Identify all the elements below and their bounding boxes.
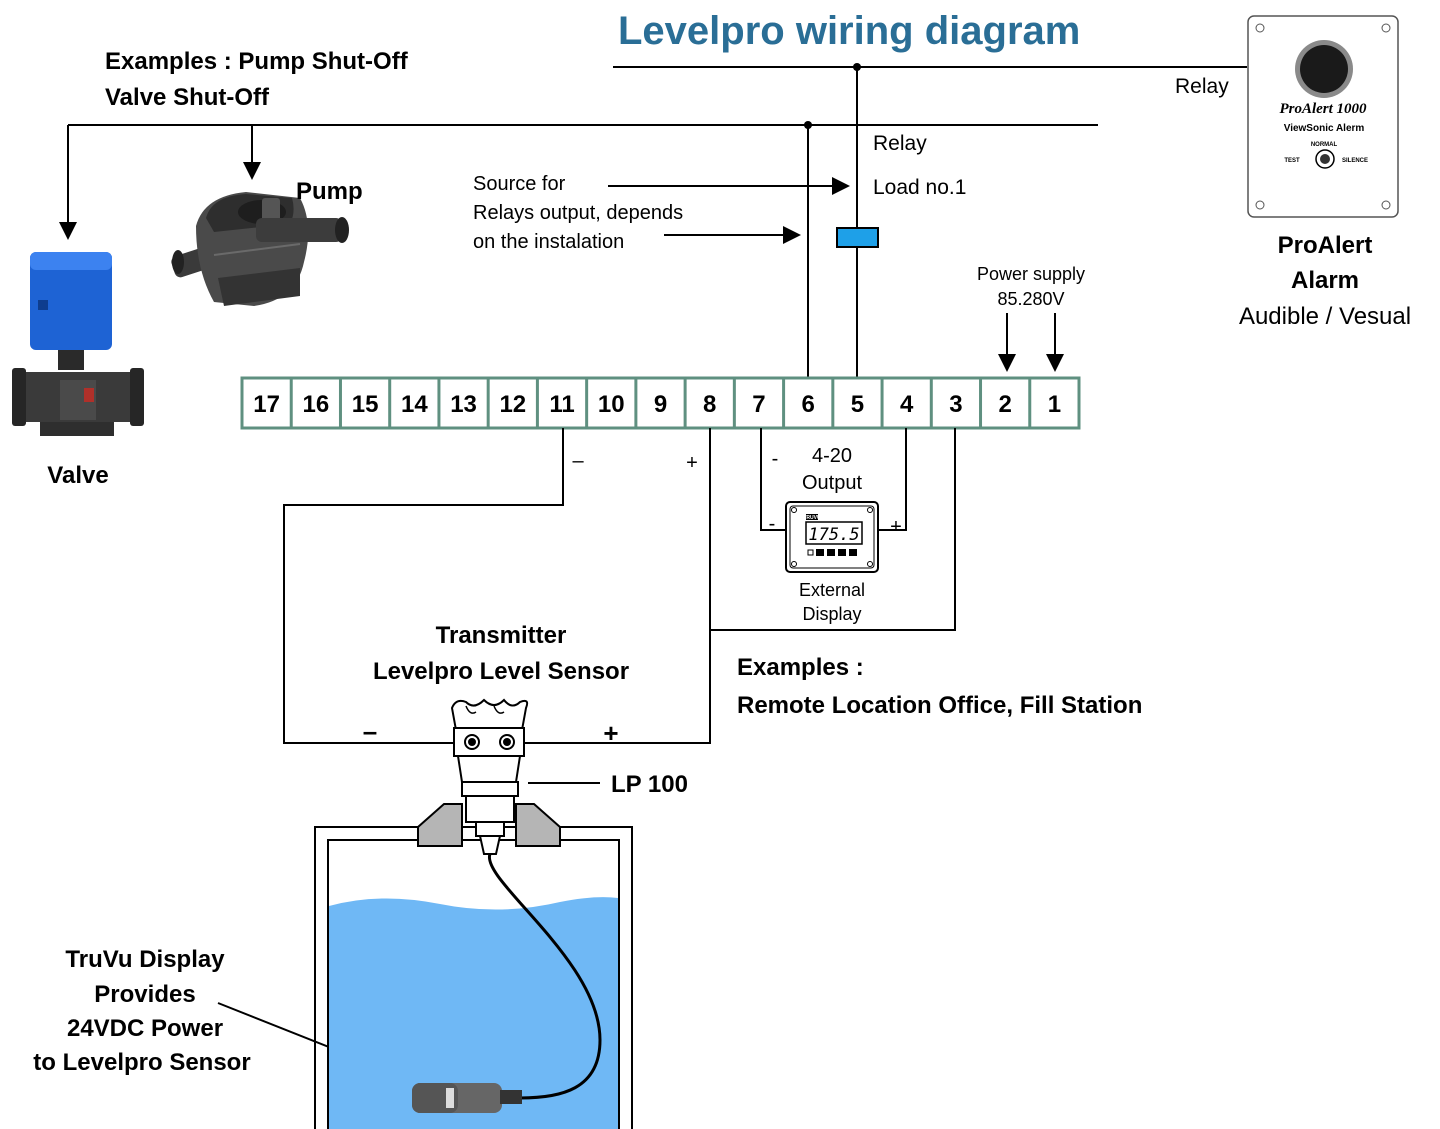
- external-display-line1: External: [799, 580, 865, 600]
- polarity-t8-plus: +: [686, 452, 698, 474]
- valve-illustration: [12, 252, 144, 436]
- diagram-title: Levelpro wiring diagram: [618, 9, 1080, 53]
- pump-label: Pump: [296, 178, 363, 205]
- proalert-state: NORMAL: [1311, 142, 1338, 148]
- terminal-10: 10: [598, 391, 625, 418]
- terminal-17: 17: [253, 391, 280, 418]
- examples-top-line1: Examples : Pump Shut-Off: [105, 48, 409, 75]
- terminal-1: 1: [1048, 391, 1061, 418]
- sensor-minus: –: [363, 716, 377, 746]
- terminal-14: 14: [401, 391, 428, 418]
- examples-top-line2: Valve Shut-Off: [105, 84, 270, 111]
- load-label: Load no.1: [873, 176, 966, 199]
- terminal-4: 4: [900, 391, 914, 418]
- proalert-caption-line1: ProAlert: [1278, 232, 1373, 259]
- relay-label-mid: Relay: [873, 132, 927, 155]
- junction-dot-mid: [804, 121, 812, 129]
- transmitter-line1: Transmitter: [436, 622, 567, 649]
- terminal-6: 6: [802, 391, 815, 418]
- relay-label-top: Relay: [1175, 75, 1229, 98]
- terminal-block: 17 16 15 14 13 12 11 10 9 8 7 6 5 4 3 2 1: [240, 376, 1081, 430]
- output-plus-side: +: [890, 516, 902, 538]
- sensor-cable: [488, 853, 602, 1100]
- terminal-13: 13: [450, 391, 477, 418]
- truvu-note-line1: TruVu Display: [65, 946, 225, 973]
- output-minus-side: -: [769, 513, 776, 535]
- examples-bottom-line1: Examples :: [737, 654, 864, 681]
- terminal-12: 12: [499, 391, 526, 418]
- power-supply-line1: Power supply: [977, 264, 1085, 284]
- relay-coil: [836, 227, 879, 248]
- polarity-t11-minus: –: [572, 450, 584, 472]
- source-note-line2: Relays output, depends: [473, 202, 683, 224]
- examples-bottom-line2: Remote Location Office, Fill Station: [737, 692, 1142, 719]
- external-display-reading: 175.5: [808, 525, 859, 545]
- truvu-note-line2: Provides: [94, 981, 195, 1008]
- top-wires: [59, 66, 1247, 380]
- proalert-test: TEST: [1284, 158, 1300, 164]
- source-note-line3: on the instalation: [473, 231, 624, 253]
- power-supply-line2: 85.280V: [997, 289, 1064, 309]
- terminal-block-frame: [240, 376, 1081, 430]
- proalert-caption-line3: Audible / Vesual: [1239, 303, 1411, 330]
- terminal-5: 5: [851, 391, 864, 418]
- source-note-line1: Source for: [473, 173, 566, 195]
- level-sensor: [450, 698, 529, 855]
- terminal-8: 8: [703, 391, 716, 418]
- proalert-silence: SILENCE: [1342, 158, 1368, 164]
- sensor-plus: +: [603, 718, 618, 748]
- output-line2: Output: [802, 472, 862, 494]
- output-line1: 4-20: [812, 445, 852, 467]
- tank: [314, 803, 633, 1129]
- terminal-2: 2: [998, 391, 1011, 418]
- submersible-probe: [412, 1083, 522, 1113]
- transmitter-line2: Levelpro Level Sensor: [373, 658, 629, 685]
- proalert-brand: ViewSonic Alerm: [1284, 123, 1365, 134]
- proalert-model: ProAlert 1000: [1279, 101, 1367, 117]
- external-display-badge: TRUVU: [803, 515, 821, 521]
- pump-illustration: [171, 192, 349, 306]
- proalert-caption-line2: Alarm: [1291, 267, 1359, 294]
- lp-label: LP 100: [611, 771, 688, 798]
- truvu-note-line4: to Levelpro Sensor: [33, 1049, 250, 1076]
- proalert-device: [1247, 15, 1399, 218]
- external-display-line2: Display: [802, 604, 861, 624]
- valve-label: Valve: [47, 462, 108, 489]
- terminal-7: 7: [752, 391, 765, 418]
- terminal-15: 15: [352, 391, 379, 418]
- truvu-note-line3: 24VDC Power: [67, 1015, 223, 1042]
- terminal-9: 9: [654, 391, 667, 418]
- output-minus-top: -: [772, 448, 779, 470]
- terminal-3: 3: [949, 391, 962, 418]
- terminal-11: 11: [549, 391, 574, 418]
- external-display-device: [785, 501, 879, 573]
- junction-dot-top: [853, 63, 861, 71]
- terminal-16: 16: [303, 391, 330, 418]
